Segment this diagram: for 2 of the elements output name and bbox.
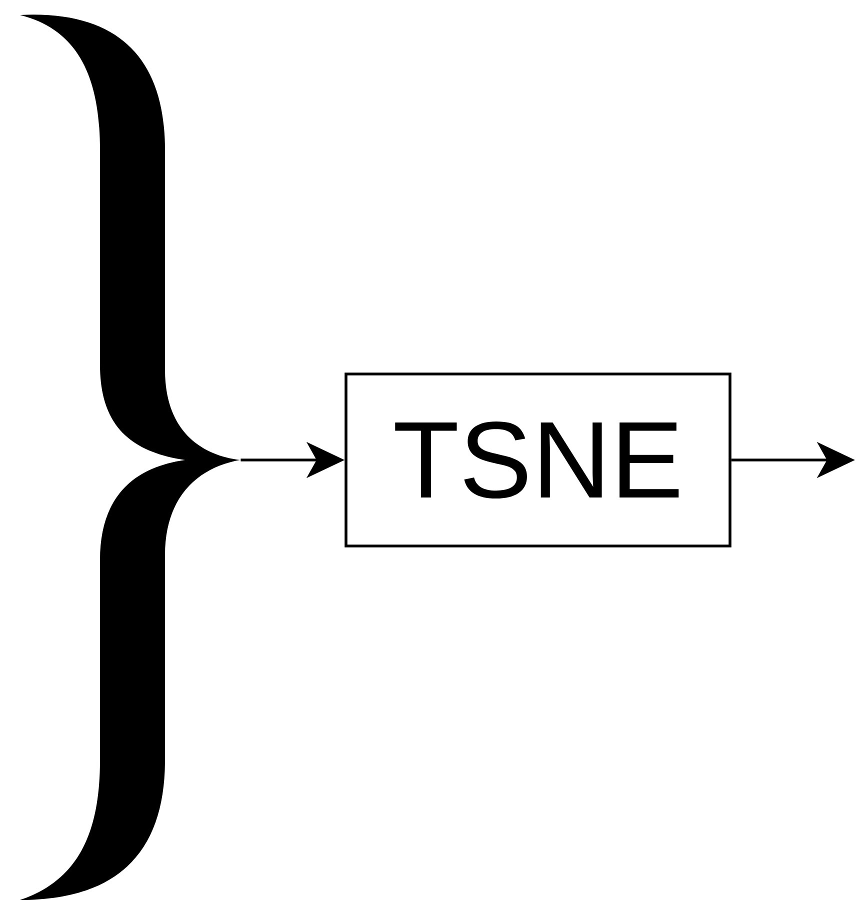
curly-brace	[20, 14, 240, 900]
process-box: TSNE	[344, 372, 732, 548]
